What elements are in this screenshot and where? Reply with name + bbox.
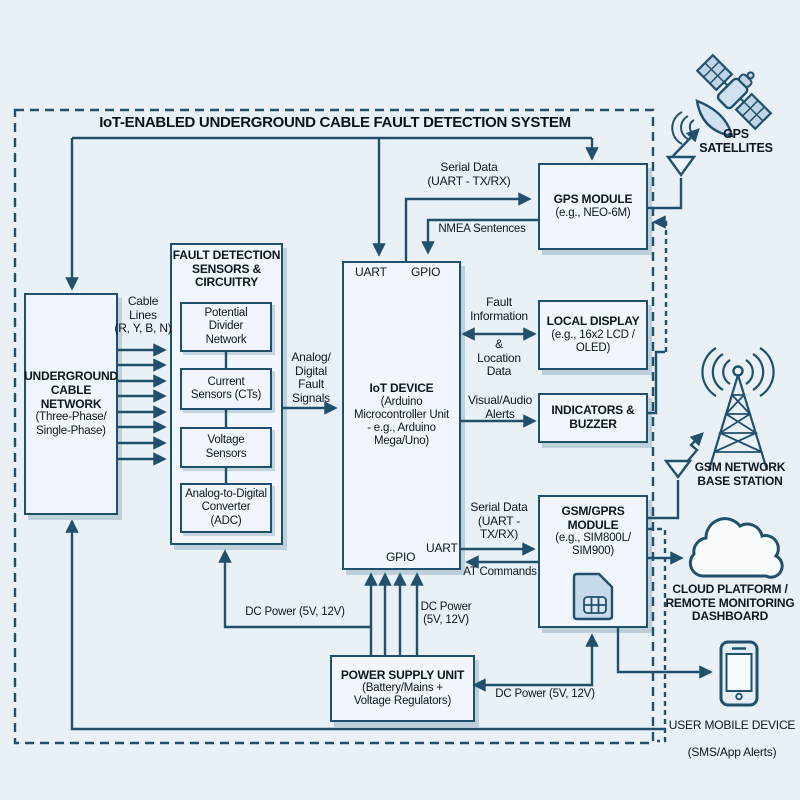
gsm-side-dashed-line xyxy=(648,527,667,743)
gsm-subtitle: (e.g., SIM800L/ SIM900) xyxy=(555,532,631,558)
adc-label: Analog-to-Digital Converter (ADC) xyxy=(185,488,267,527)
cloud-platform-label: CLOUD PLATFORM / REMOTE MONITORING DASHB… xyxy=(665,582,795,624)
indicators-title: INDICATORS & BUZZER xyxy=(551,403,635,431)
current-sensors-box: Current Sensors (CTs) xyxy=(180,368,272,410)
system-title: IoT-ENABLED UNDERGROUND CABLE FAULT DETE… xyxy=(99,114,571,131)
gsm-antenna-icon xyxy=(663,459,693,479)
display-title: LOCAL DISPLAY xyxy=(546,314,640,329)
gsm-antenna-line xyxy=(648,480,680,520)
cs-label: Current Sensors (CTs) xyxy=(190,375,262,401)
indicators-buzzer-box: INDICATORS & BUZZER xyxy=(538,393,648,443)
local-display-box: LOCAL DISPLAY (e.g., 16x2 LCD / OLED) xyxy=(538,300,648,370)
dc-power-left-label: DC Power (5V, 12V) xyxy=(245,606,345,618)
iot-subtitle: (Arduino Microcontroller Unit - e.g., Ar… xyxy=(353,396,450,448)
power-supply-box: POWER SUPPLY UNIT (Battery/Mains + Volta… xyxy=(330,655,475,722)
mobile-subtitle: (SMS/App Alerts) xyxy=(687,745,777,760)
gsm-module-box: GSM/GPRS MODULE (e.g., SIM800L/ SIM900) xyxy=(538,495,648,628)
iot-device-box: IoT DEVICE (Arduino Microcontroller Unit… xyxy=(342,261,461,570)
voltage-sensors-box: Voltage Sensors xyxy=(180,427,272,468)
gps-antenna-dashed-feed xyxy=(652,215,668,352)
iot-title: IoT DEVICE xyxy=(369,381,434,396)
psu-subtitle: (Battery/Mains + Voltage Regulators) xyxy=(353,682,452,708)
ucn-title: UNDERGROUND CABLE NETWORK xyxy=(24,369,118,411)
psu-title: POWER SUPPLY UNIT xyxy=(340,667,465,682)
fds-title: FAULT DETECTION SENSORS & CIRCUITRY xyxy=(172,248,281,290)
alerts-label: Visual/Audio Alerts xyxy=(467,393,533,421)
base-station-label: GSM NETWORK BASE STATION xyxy=(694,460,786,488)
vs-label: Voltage Sensors xyxy=(205,434,247,460)
pdn-label: Potential Divider Network xyxy=(204,307,248,346)
mobile-phone-icon xyxy=(719,640,759,707)
dc-power-center-label: DC Power (5V, 12V) xyxy=(420,601,472,627)
dc-power-right-label: DC Power (5V, 12V) xyxy=(495,688,595,700)
fault-info-label-top: Fault Information xyxy=(470,295,528,323)
ucn-subtitle: (Three-Phase/ Single-Phase) xyxy=(35,411,107,437)
gps-antenna-line xyxy=(648,178,683,210)
mobile-title: USER MOBILE DEVICE xyxy=(668,717,796,732)
iot-gpio-top-port: GPIO xyxy=(411,265,441,279)
mobile-device-label: USER MOBILE DEVICE (SMS/App Alerts) xyxy=(668,705,796,760)
indicators-side-connector xyxy=(648,350,665,415)
gsm-title: GSM/GPRS MODULE xyxy=(561,504,625,532)
at-commands-label: AT Commands xyxy=(463,566,537,578)
gsm-to-phone-arrow xyxy=(616,628,713,679)
potential-divider-box: Potential Divider Network xyxy=(180,302,272,352)
fault-signals-label: Analog/ Digital Fault Signals xyxy=(291,350,331,406)
cable-lines-label: Cable Lines (R, Y, B, N) xyxy=(114,294,172,336)
iot-uart-bottom-port: UART xyxy=(426,541,458,555)
iot-gpio-bottom-port: GPIO xyxy=(386,550,416,564)
antenna-to-tower-arrow xyxy=(685,432,704,464)
serial-data-gsm-label: Serial Data (UART - TX/RX) xyxy=(470,500,528,542)
antenna-icons xyxy=(663,155,697,479)
dc-power-to-gsm xyxy=(472,633,599,692)
iot-uart-top-port: UART xyxy=(355,265,387,279)
cloud-icon xyxy=(688,517,784,579)
underground-cable-network-box: UNDERGROUND CABLE NETWORK (Three-Phase/ … xyxy=(24,293,118,515)
display-subtitle: (e.g., 16x2 LCD / OLED) xyxy=(551,328,635,354)
gsm-base-station-icon xyxy=(701,347,775,471)
gps-title: GPS MODULE xyxy=(553,192,633,207)
gps-subtitle: (e.g., NEO-6M) xyxy=(555,206,631,219)
satellite-signal-arcs xyxy=(671,111,695,145)
gps-module-box: GPS MODULE (e.g., NEO-6M) xyxy=(538,163,648,250)
serial-data-gps-label: Serial Data (UART - TX/RX) xyxy=(427,160,511,188)
gps-antenna-icon xyxy=(665,155,697,178)
fault-info-label-bottom: & Location Data xyxy=(477,337,521,379)
gps-satellites-label: GPS SATELLITES xyxy=(699,127,773,156)
adc-box: Analog-to-Digital Converter (ADC) xyxy=(180,483,272,533)
nmea-label: NMEA Sentences xyxy=(438,223,526,235)
